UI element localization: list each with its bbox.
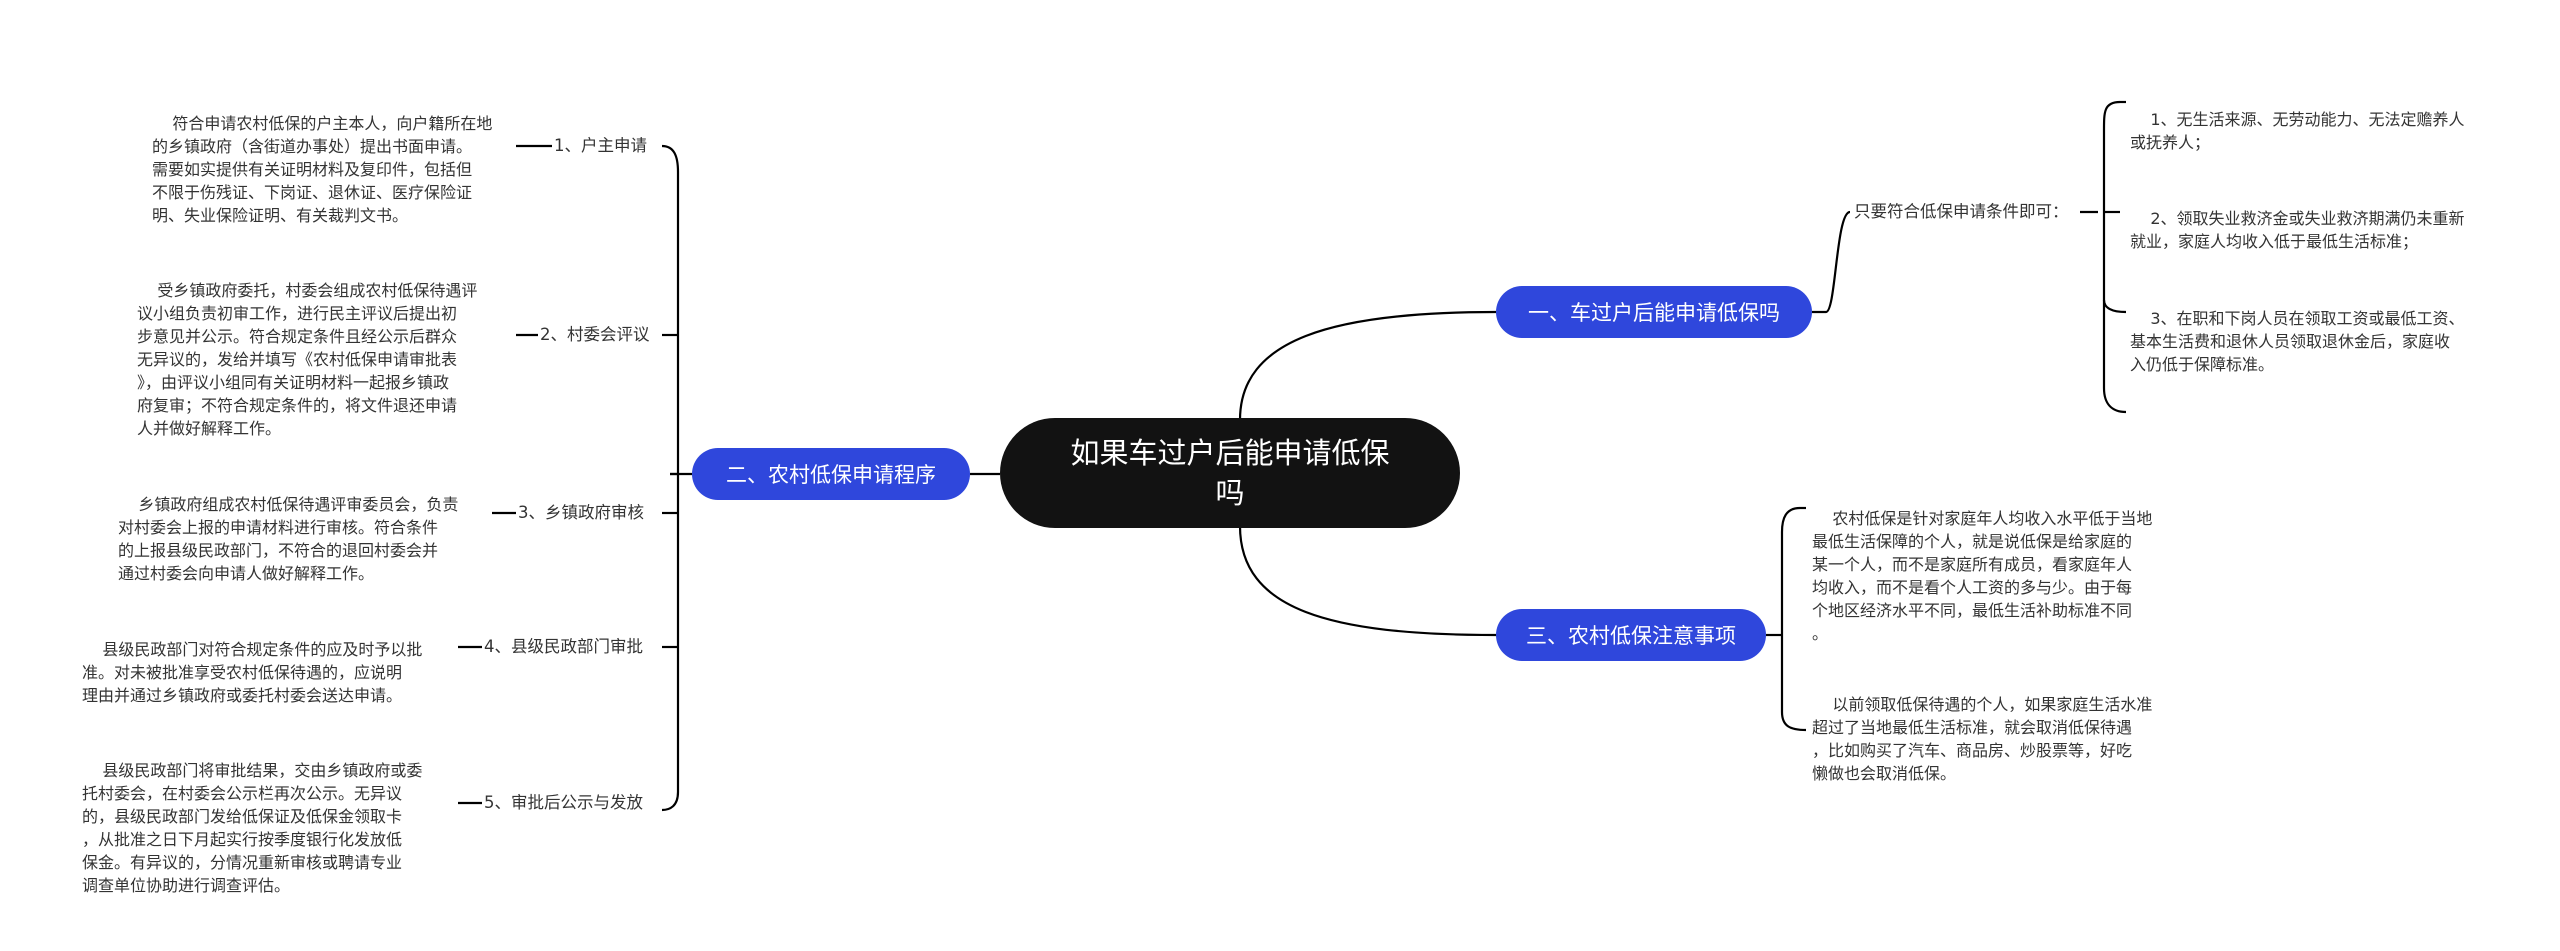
edge-steps-bracket [661,144,680,812]
condition-item-text: 1、无生活来源、无劳动能力、无法定赡养人 或抚养人； [2130,110,2465,152]
step-detail-text: 符合申请农村低保的户主本人，向户籍所在地 的乡镇政府（含街道办事处）提出书面申请… [152,114,493,225]
branch-label: 二、农村低保申请程序 [726,463,936,487]
step-label[interactable]: 3、乡镇政府审核 [518,502,644,524]
branch-application-procedure[interactable]: 二、农村低保申请程序 [692,448,970,500]
step-label[interactable]: 2、村委会评议 [540,324,650,346]
condition-heading[interactable]: 只要符合低保申请条件即可： [1854,201,2069,223]
condition-item[interactable]: 3、在职和下岗人员在领取工资或最低工资、 基本生活费和退休人员领取退休金后，家庭… [2130,284,2465,399]
step-label[interactable]: 5、审批后公示与发放 [484,792,643,814]
step-detail[interactable]: 符合申请农村低保的户主本人，向户籍所在地 的乡镇政府（含街道办事处）提出书面申请… [152,89,492,250]
edge-notes-bracket [1780,506,1807,732]
edge-items-bracket [2102,100,2127,414]
branch-label: 三、农村低保注意事项 [1526,624,1736,648]
step-label-text: 3、乡镇政府审核 [518,503,644,522]
step-detail[interactable]: 县级民政部门将审批结果，交由乡镇政府或委 托村委会，在村委会公示栏再次公示。无异… [82,736,422,920]
step-label-text: 1、户主申请 [554,136,647,155]
step-detail[interactable]: 乡镇政府组成农村低保待遇评审委员会，负责 对村委会上报的申请材料进行审核。符合条… [118,470,458,608]
branch-car-transfer[interactable]: 一、车过户后能申请低保吗 [1496,286,1812,338]
condition-item[interactable]: 1、无生活来源、无劳动能力、无法定赡养人 或抚养人； [2130,85,2465,177]
note-item[interactable]: 以前领取低保待遇的个人，如果家庭生活水准 超过了当地最低生活标准，就会取消低保待… [1812,670,2152,808]
step-detail-text: 乡镇政府组成农村低保待遇评审委员会，负责 对村委会上报的申请材料进行审核。符合条… [118,495,459,583]
root-topic-label: 如果车过户后能申请低保 吗 [1070,436,1390,510]
condition-item-text: 3、在职和下岗人员在领取工资或最低工资、 基本生活费和退休人员领取退休金后，家庭… [2130,309,2465,374]
step-detail[interactable]: 受乡镇政府委托，村委会组成农村低保待遇评 议小组负责初审工作，进行民主评议后提出… [137,256,477,463]
step-detail-text: 受乡镇政府委托，村委会组成农村低保待遇评 议小组负责初审工作，进行民主评议后提出… [137,281,478,438]
step-detail-text: 县级民政部门将审批结果，交由乡镇政府或委 托村委会，在村委会公示栏再次公示。无异… [82,761,423,895]
step-detail[interactable]: 县级民政部门对符合规定条件的应及时予以批 准。对未被批准享受农村低保待遇的，应说… [82,615,422,730]
step-label[interactable]: 4、县级民政部门审批 [484,636,643,658]
branch-notes[interactable]: 三、农村低保注意事项 [1496,609,1766,661]
root-topic[interactable]: 如果车过户后能申请低保 吗 [1000,418,1460,528]
edge-root-branch3 [1238,525,1497,637]
condition-heading-text: 只要符合低保申请条件即可： [1854,202,2069,221]
branch-label: 一、车过户后能申请低保吗 [1528,301,1780,325]
condition-item[interactable]: 2、领取失业救济金或失业救济期满仍未重新 就业，家庭人均收入低于最低生活标准； [2130,184,2465,276]
step-label-text: 4、县级民政部门审批 [484,637,643,656]
edge-item-3 [2102,299,2127,314]
note-item[interactable]: 农村低保是针对家庭年人均收入水平低于当地 最低生活保障的个人，就是说低保是给家庭… [1812,484,2152,668]
note-item-text: 农村低保是针对家庭年人均收入水平低于当地 最低生活保障的个人，就是说低保是给家庭… [1812,509,2153,643]
step-label-text: 2、村委会评议 [540,325,650,344]
condition-item-text: 2、领取失业救济金或失业救济期满仍未重新 就业，家庭人均收入低于最低生活标准； [2130,209,2465,251]
edge-branch1-heading [1812,210,1851,314]
step-label[interactable]: 1、户主申请 [554,135,647,157]
step-detail-text: 县级民政部门对符合规定条件的应及时予以批 准。对未被批准享受农村低保待遇的，应说… [82,640,423,705]
edge-root-branch1 [1238,310,1497,421]
step-label-text: 5、审批后公示与发放 [484,793,643,812]
note-item-text: 以前领取低保待遇的个人，如果家庭生活水准 超过了当地最低生活标准，就会取消低保待… [1812,695,2153,783]
